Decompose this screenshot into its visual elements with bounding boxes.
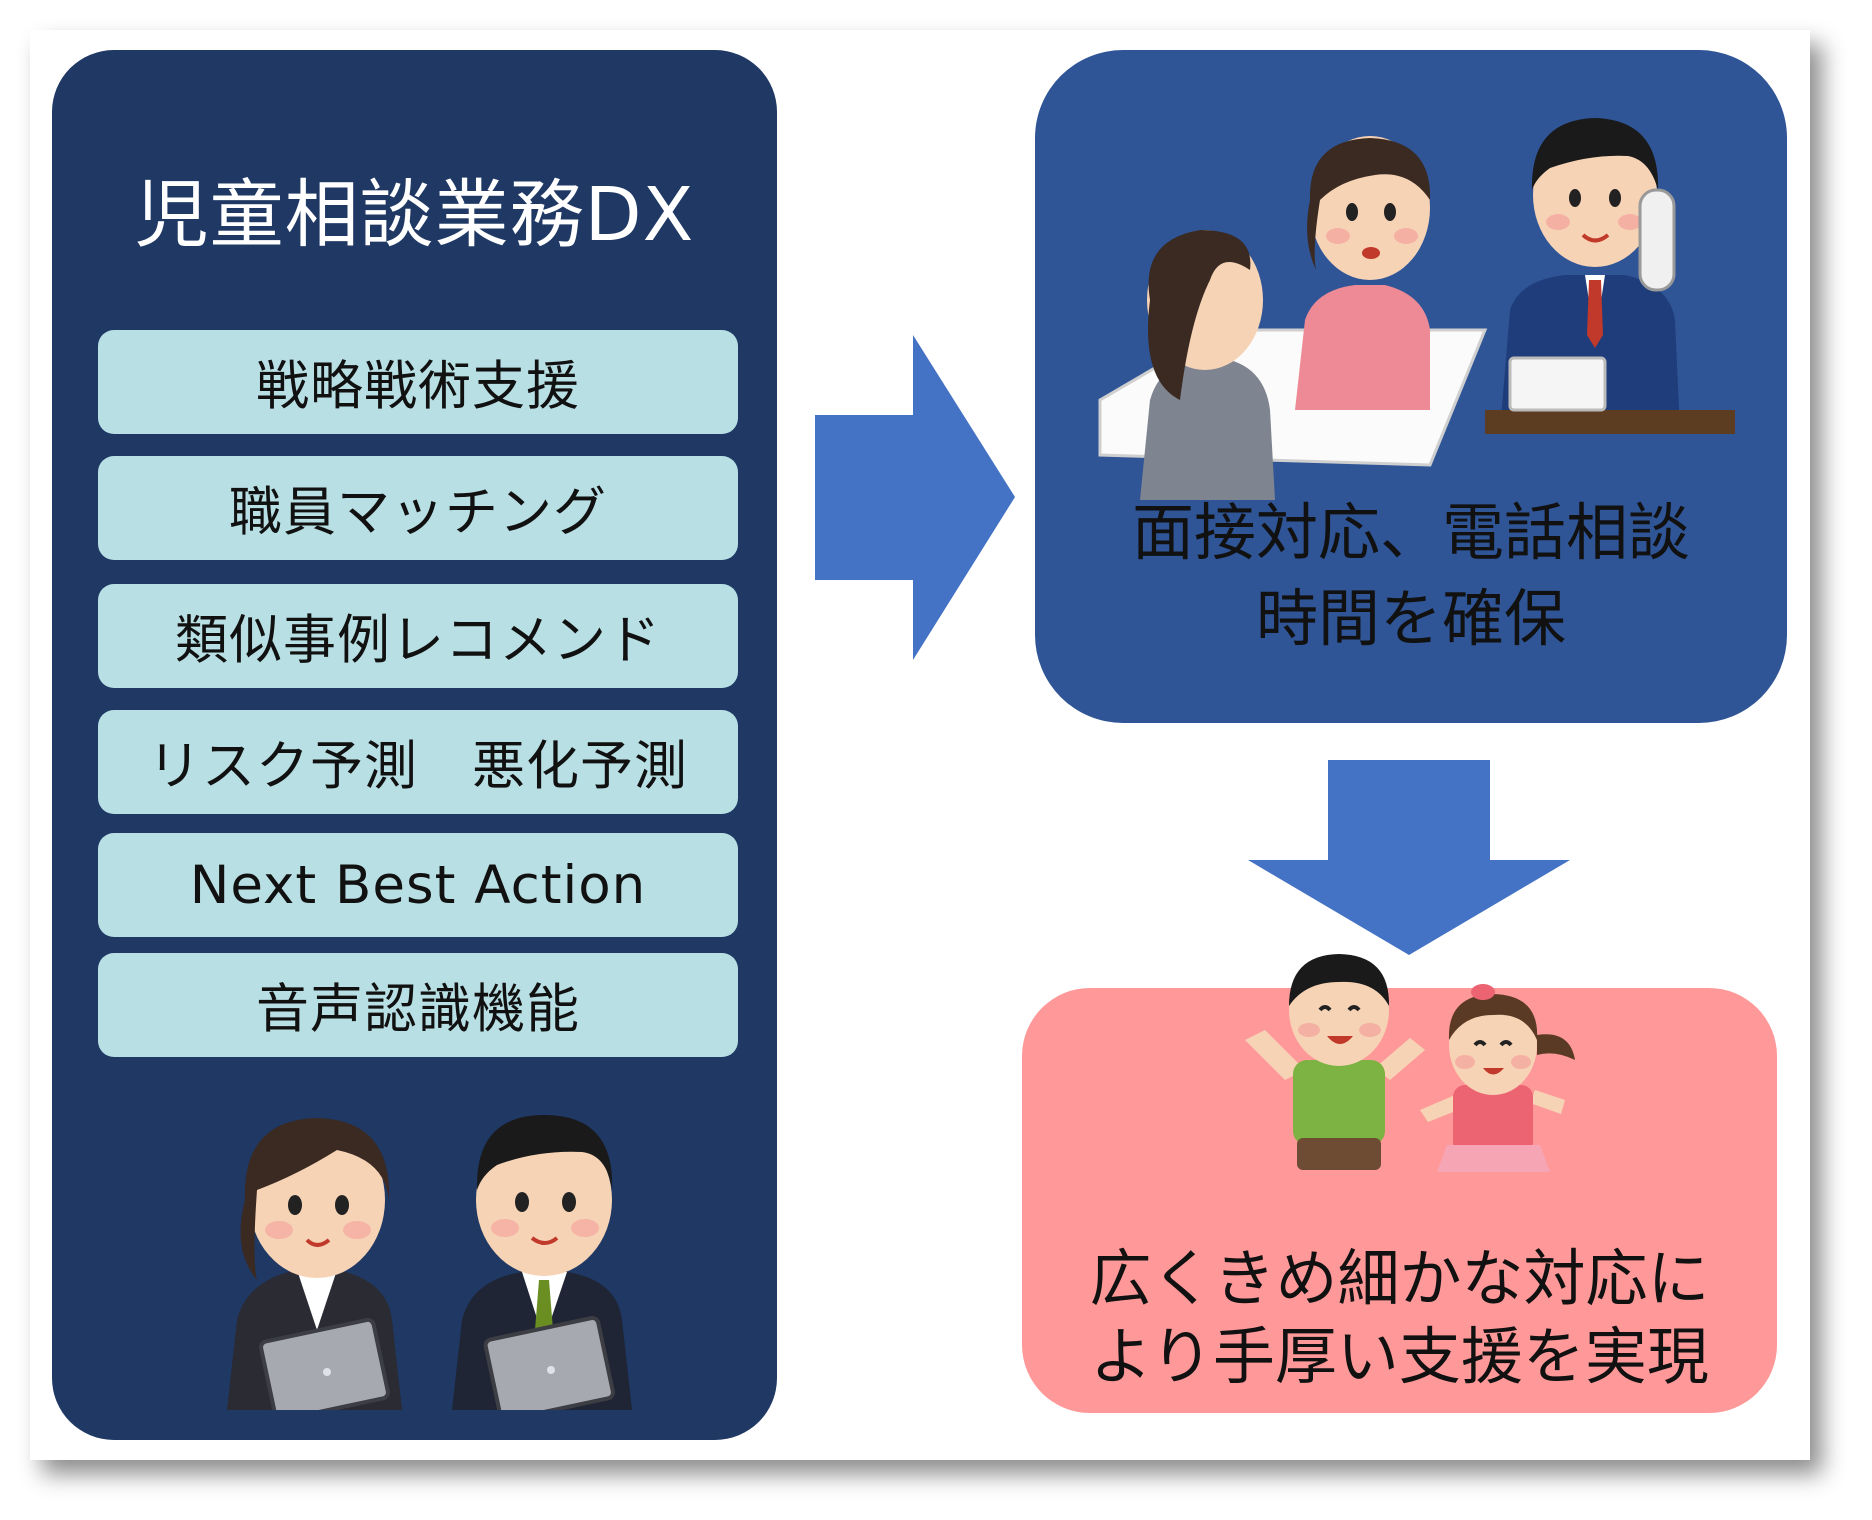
feature-next-best-action: Next Best Action bbox=[98, 833, 738, 937]
mother-figure bbox=[1295, 136, 1431, 410]
boy-figure bbox=[1245, 954, 1425, 1170]
feature-label: 類似事例レコメンド bbox=[175, 610, 661, 671]
office-desk-shape bbox=[1485, 410, 1735, 434]
dx-title: 児童相談業務DX bbox=[134, 172, 695, 258]
arrow-right-icon bbox=[815, 335, 1015, 660]
feature-label: Next Best Action bbox=[189, 854, 647, 916]
enhanced-support-text: 広くきめ細かな対応に より手厚い支援を実現 bbox=[1022, 1240, 1777, 1396]
dx-panel: 児童相談業務DX 戦略戦術支援 職員マッチング 類似事例レコメンド リスク予測 … bbox=[52, 50, 777, 1440]
enhanced-support-line1: 広くきめ細かな対応に bbox=[1089, 1242, 1710, 1315]
feature-risk-prediction: リスク予測 悪化予測 bbox=[98, 710, 738, 814]
feature-staff-matching: 職員マッチング bbox=[98, 456, 738, 560]
phone-base-icon bbox=[1508, 356, 1607, 412]
feature-label: 音声認識機能 bbox=[256, 979, 580, 1040]
phone-staff-figure bbox=[1485, 118, 1735, 434]
counselor-figure bbox=[1140, 230, 1275, 500]
enhanced-support-panel: 広くきめ細かな対応に より手厚い支援を実現 bbox=[1022, 988, 1777, 1413]
consultation-time-line1: 面接対応、電話相談 bbox=[1131, 496, 1690, 569]
feature-label: リスク予測 悪化予測 bbox=[148, 736, 688, 797]
girl-figure bbox=[1420, 984, 1575, 1172]
female-staff-figure bbox=[227, 1118, 402, 1410]
consultation-illustration bbox=[1098, 118, 1735, 500]
feature-label: 職員マッチング bbox=[229, 482, 607, 543]
consultation-time-panel: 面接対応、電話相談 時間を確保 bbox=[1035, 50, 1787, 723]
staff-with-tablets-illustration bbox=[227, 1115, 632, 1410]
male-staff-figure bbox=[452, 1115, 632, 1410]
feature-similar-case-recommend: 類似事例レコメンド bbox=[98, 584, 738, 688]
consultation-time-text: 面接対応、電話相談 時間を確保 bbox=[1035, 490, 1787, 662]
feature-label: 戦略戦術支援 bbox=[256, 356, 580, 417]
happy-children-illustration bbox=[1245, 954, 1575, 1172]
phone-handset-icon bbox=[1638, 188, 1676, 292]
feature-strategy-support: 戦略戦術支援 bbox=[98, 330, 738, 434]
feature-speech-recognition: 音声認識機能 bbox=[98, 953, 738, 1057]
arrow-down-icon bbox=[1248, 760, 1570, 955]
consultation-time-line2: 時間を確保 bbox=[1255, 582, 1566, 655]
enhanced-support-line2: より手厚い支援を実現 bbox=[1090, 1320, 1709, 1393]
